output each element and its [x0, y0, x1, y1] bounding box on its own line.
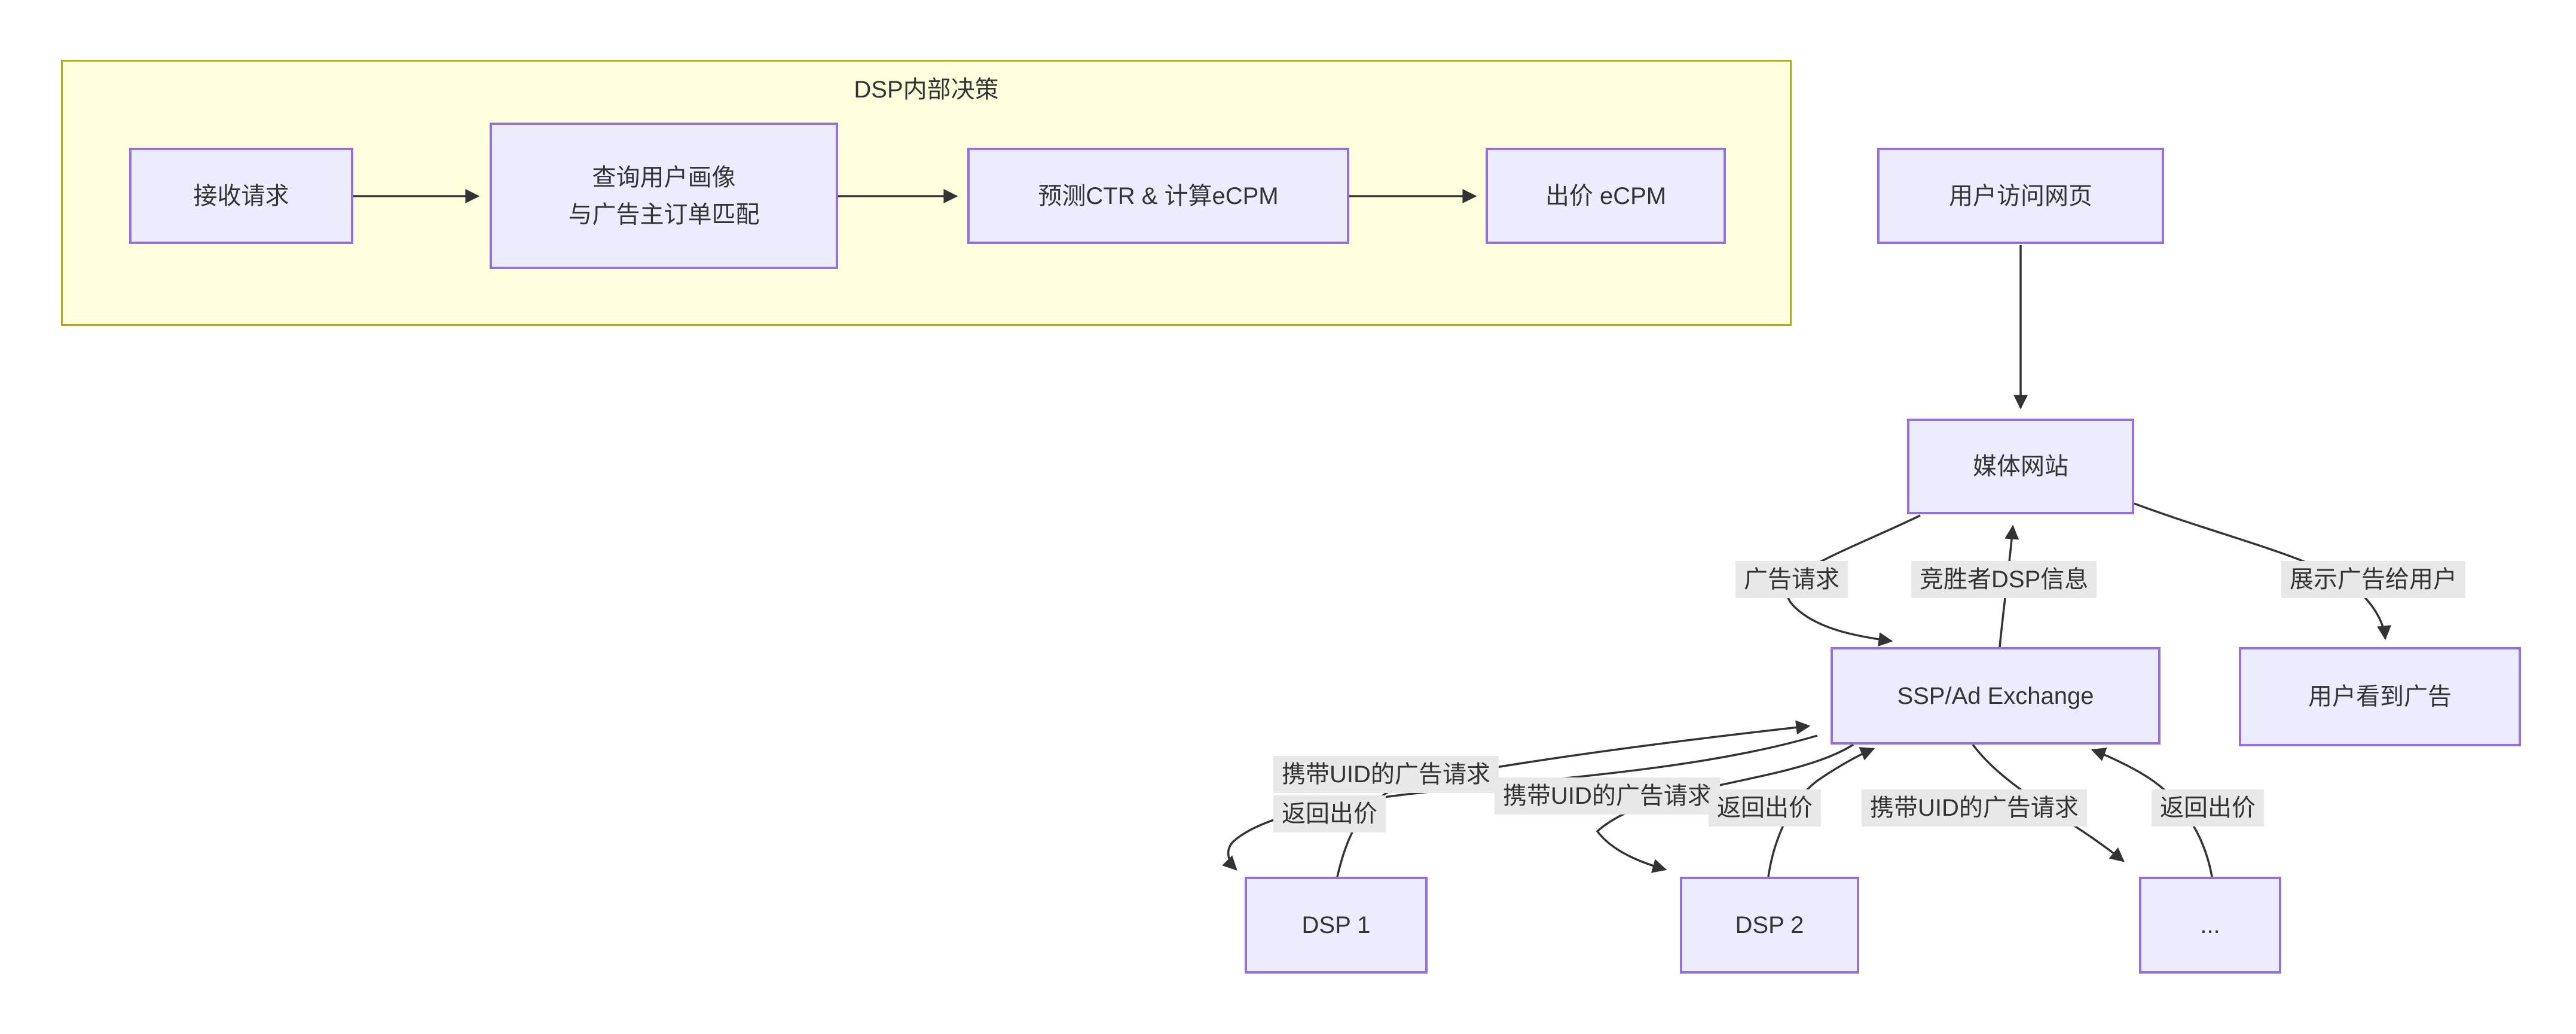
edge-label-return-bid-dspn: 返回出价	[2152, 789, 2264, 826]
edge-label-uid-request-dspn: 携带UID的广告请求	[1862, 789, 2087, 826]
edge-label-uid-request-dsp2: 携带UID的广告请求	[1495, 777, 1720, 815]
edge-label-show-ad-to-user: 展示广告给用户	[2281, 561, 2465, 598]
node-receive-request: 接收请求	[129, 148, 353, 244]
node-user-visit-page: 用户访问网页	[1877, 148, 2164, 244]
node-predict-ctr-ecpm: 预测CTR & 计算eCPM	[967, 148, 1349, 244]
node-dsp2: DSP 2	[1680, 877, 1859, 974]
node-dsp1: DSP 1	[1245, 877, 1428, 974]
edge-label-return-bid-dsp1: 返回出价	[1273, 795, 1386, 832]
node-media-site: 媒体网站	[1907, 419, 2134, 514]
node-dsp-more: ...	[2139, 877, 2281, 974]
node-bid-ecpm: 出价 eCPM	[1486, 148, 1726, 244]
node-user-sees-ad: 用户看到广告	[2239, 647, 2521, 746]
node-ssp-ad-exchange: SSP/Ad Exchange	[1831, 647, 2161, 745]
edge-label-ad-request: 广告请求	[1735, 561, 1848, 598]
subgraph-title: DSP内部决策	[854, 77, 999, 103]
edge-media-to-ssp	[1786, 514, 1921, 646]
edge-dspn-to-ssp	[2091, 748, 2213, 877]
edge-label-return-bid-dsp2: 返回出价	[1709, 789, 1821, 826]
edge-dsp2-to-ssp	[1767, 747, 1875, 877]
node-query-profile-match: 查询用户画像 与广告主订单匹配	[490, 123, 838, 269]
edge-label-uid-request-dsp1: 携带UID的广告请求	[1273, 756, 1499, 793]
edge-label-winner-dsp-info: 竞胜者DSP信息	[1911, 561, 2097, 598]
